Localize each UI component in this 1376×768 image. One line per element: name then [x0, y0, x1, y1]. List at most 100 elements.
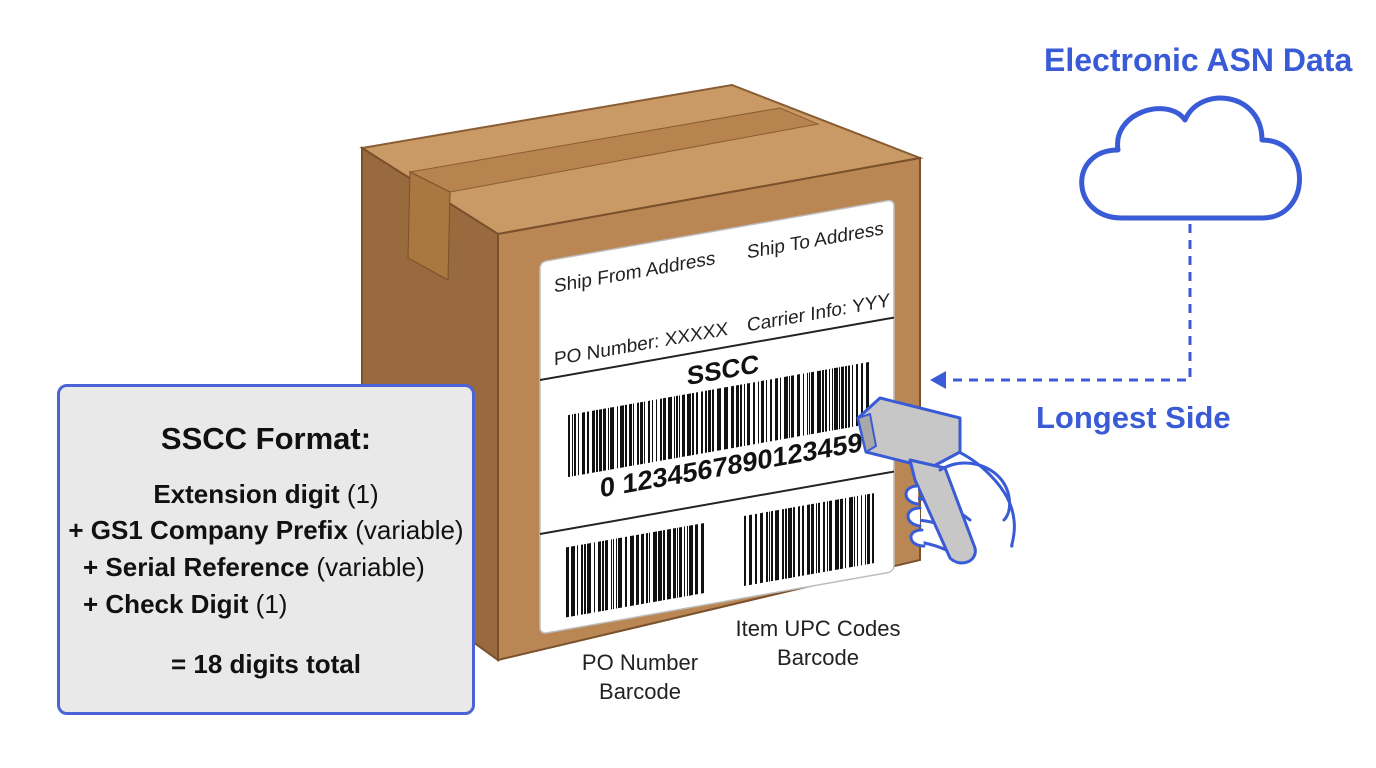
barcode-bar [577, 545, 578, 616]
sscc-barcode [568, 361, 869, 478]
barcode-bar [692, 392, 694, 456]
asn-link-arrow [930, 224, 1192, 389]
barcode-bar [599, 409, 602, 472]
barcode-bar [682, 394, 685, 457]
barcode-bar [679, 526, 682, 598]
barcode-bar [695, 524, 698, 595]
barcode-bar [687, 525, 688, 597]
barcode-bar [572, 414, 573, 477]
barcode-bar [592, 410, 595, 473]
barcode-bar [684, 526, 685, 597]
label-divider-bottom [540, 470, 894, 535]
upc-barcode-caption: Item UPC Codes Barcode [722, 614, 914, 672]
barcode-bar [674, 396, 675, 459]
barcode-scanner-icon [856, 396, 1016, 565]
barcode-bar [641, 533, 644, 605]
barcode-bar [611, 539, 612, 610]
barcode-bar [705, 390, 707, 453]
barcode-bar [827, 501, 828, 572]
barcode-bar [605, 540, 608, 611]
barcode-bar [701, 523, 704, 594]
format-row-serial: + Serial Reference (variable) [60, 552, 472, 583]
barcode-bar [803, 373, 804, 436]
barcode-bar [867, 493, 870, 565]
barcode-bar [856, 363, 858, 427]
barcode-bar [689, 525, 693, 596]
barcode-bar [571, 545, 575, 617]
barcode-bar [769, 511, 770, 582]
barcode-bar [770, 379, 772, 442]
barcode-bar [829, 368, 830, 432]
barcode-bar [811, 503, 814, 575]
barcode-bar [656, 399, 657, 462]
barcode-bar [817, 370, 821, 434]
barcode-bar [701, 391, 703, 454]
barcode-bar [845, 498, 846, 569]
barcode-bar [724, 386, 728, 450]
format-row-check: + Check Digit (1) [60, 589, 472, 620]
format-row-prefix-bold: + GS1 Company Prefix [68, 515, 348, 545]
barcode-bar [618, 537, 622, 609]
barcode-bar [797, 374, 800, 437]
barcode-bar [753, 382, 755, 445]
barcode-bar [581, 544, 583, 615]
barcode-bar [857, 495, 858, 567]
sscc-format-panel: SSCC Format: Extension digit (1) + GS1 C… [57, 384, 475, 715]
barcode-bar [854, 496, 855, 567]
barcode-bar [617, 406, 618, 469]
barcode-bar [840, 498, 843, 570]
barcode-bar [616, 538, 617, 609]
format-row-serial-normal: (variable) [309, 552, 425, 582]
barcode-bar [636, 534, 639, 606]
barcode-bar [587, 543, 591, 614]
barcode-bar [625, 536, 627, 608]
barcode-bar [744, 515, 746, 587]
barcode-bar [785, 508, 787, 579]
barcode-bar [594, 542, 595, 613]
barcode-bar [620, 405, 624, 468]
barcode-bar [841, 366, 844, 429]
barcode-bar [825, 369, 827, 432]
barcode-bar [582, 412, 585, 475]
barcode-bar [789, 375, 790, 439]
format-row-serial-bold: + Serial Reference [83, 552, 310, 582]
po-barcode-caption: PO Number Barcode [560, 648, 720, 706]
barcode-bar [834, 367, 838, 431]
barcode-bar [613, 538, 614, 610]
barcode-bar [646, 532, 648, 604]
longest-side-note: Longest Side [1036, 400, 1231, 435]
item-upc-barcode [744, 493, 874, 587]
barcode-bar [653, 531, 657, 603]
asn-title: Electronic ASN Data [1044, 42, 1353, 78]
barcode-bar [603, 408, 606, 471]
barcode-bar [608, 407, 609, 471]
barcode-bar [749, 514, 752, 586]
barcode-bar [610, 406, 614, 470]
po-number-barcode [566, 523, 704, 618]
barcode-bar [667, 528, 671, 600]
barcode-bar [766, 379, 767, 443]
barcode-bar [640, 401, 643, 465]
barcode-bar [793, 507, 795, 578]
barcode-bar [652, 400, 653, 463]
barcode-bar [832, 368, 833, 431]
barcode-bar [679, 395, 680, 458]
barcode-bar [811, 371, 814, 435]
arrow-head [930, 371, 946, 389]
hand-fingers [904, 484, 926, 548]
barcode-bar [596, 409, 598, 473]
barcode-bar [848, 365, 850, 428]
barcode-bar [676, 395, 678, 459]
barcode-bar [630, 535, 634, 607]
barcode-bar [775, 509, 779, 581]
barcode-bar [758, 381, 759, 444]
scanner-grip [908, 458, 977, 565]
barcode-bar [809, 372, 810, 435]
barcode-bar [696, 392, 698, 455]
barcode-bar [584, 543, 586, 615]
barcode-bar [731, 385, 734, 449]
barcode-bar [744, 383, 745, 447]
barcode-bar [861, 363, 863, 426]
format-total: = 18 digits total [171, 649, 361, 679]
barcode-bar [658, 530, 662, 602]
